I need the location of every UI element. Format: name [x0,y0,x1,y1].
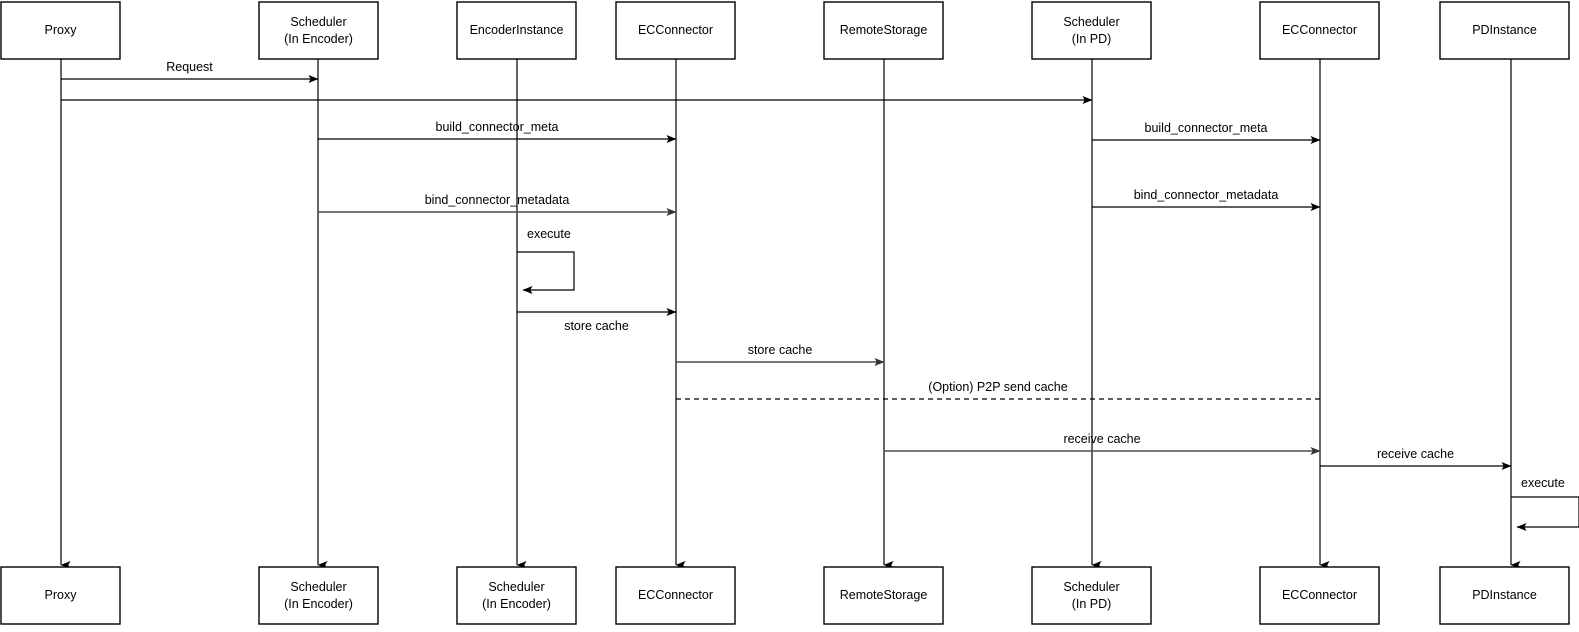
participant-bottom-enc_inst[interactable]: Scheduler (In Encoder) [456,566,577,625]
message-label: build_connector_meta [1145,121,1268,135]
participant-top-proxy[interactable]: Proxy [0,1,121,60]
participant-label: ECConnector [638,588,713,602]
participant-label: Proxy [45,588,78,602]
participant-label: Scheduler [1063,15,1119,29]
participant-box[interactable] [615,1,736,60]
participant-box[interactable] [823,566,944,625]
top-participant-boxes: Proxy Scheduler (In Encoder) EncoderInstanc… [0,1,1570,60]
message-m11[interactable]: receive cache [1320,447,1512,470]
participant-label: Scheduler [1063,580,1119,594]
participant-top-sched_pd[interactable]: Scheduler (In PD) [1031,1,1152,60]
message-m3[interactable]: build_connector_meta [318,120,677,143]
participant-label: Scheduler [290,580,346,594]
message-m8[interactable]: store cache [676,343,885,366]
message-label: receive cache [1063,432,1140,446]
participant-label: ECConnector [1282,23,1357,37]
message-m6[interactable]: bind_connector_metadata [1092,188,1321,211]
message-m9[interactable]: (Option) P2P send cache [676,380,1320,400]
bottom-participant-boxes: Proxy Scheduler (In Encoder) Scheduler (In E… [0,566,1570,625]
self-message-s1[interactable]: execute [517,227,575,294]
message-label: build_connector_meta [436,120,559,134]
participant-box[interactable] [1259,1,1380,60]
self-message-label: execute [527,227,571,241]
message-m4[interactable]: build_connector_meta [1092,121,1321,144]
participant-top-sched_enc[interactable]: Scheduler (In Encoder) [258,1,379,60]
messages-layer: Request build_connector_meta build_connect… [61,60,1512,470]
message-label: (Option) P2P send cache [928,380,1067,394]
participant-box[interactable] [456,566,577,625]
participant-bottom-ecc_right[interactable]: ECConnector [1259,566,1380,625]
participant-label: Proxy [45,23,78,37]
self-message-s2[interactable]: execute [1511,476,1579,531]
participant-top-remote_store[interactable]: RemoteStorage [823,1,944,60]
participant-bottom-proxy[interactable]: Proxy [0,566,121,625]
participant-bottom-pd_inst[interactable]: PDInstance [1439,566,1570,625]
self-message-arrow[interactable] [517,251,575,294]
participant-label: EncoderInstance [470,23,564,37]
participant-box[interactable] [1439,1,1570,60]
participant-sublabel: (In Encoder) [284,597,353,611]
lifelines-layer [60,59,1521,569]
participant-box[interactable] [258,1,379,60]
message-label: Request [166,60,213,74]
participant-box[interactable] [258,566,379,625]
message-m7[interactable]: store cache [517,308,677,333]
participant-sublabel: (In PD) [1072,32,1112,46]
participant-top-ecc_left[interactable]: ECConnector [615,1,736,60]
participant-bottom-ecc_left[interactable]: ECConnector [615,566,736,625]
participant-top-ecc_right[interactable]: ECConnector [1259,1,1380,60]
participant-bottom-sched_enc[interactable]: Scheduler (In Encoder) [258,566,379,625]
participant-label: Scheduler [488,580,544,594]
participant-label: ECConnector [638,23,713,37]
participant-label: RemoteStorage [840,23,928,37]
self-messages-layer: execute execute [517,227,1579,531]
message-label: store cache [748,343,813,357]
message-m1[interactable]: Request [61,60,319,83]
participant-box[interactable] [1259,566,1380,625]
participant-label: ECConnector [1282,588,1357,602]
participant-box[interactable] [1031,566,1152,625]
participant-box[interactable] [823,1,944,60]
participant-label: RemoteStorage [840,588,928,602]
participant-bottom-sched_pd[interactable]: Scheduler (In PD) [1031,566,1152,625]
message-m5[interactable]: bind_connector_metadata [318,193,677,216]
participant-box[interactable] [615,566,736,625]
participant-label: PDInstance [1472,23,1537,37]
participant-sublabel: (In Encoder) [284,32,353,46]
participant-sublabel: (In Encoder) [482,597,551,611]
message-label: bind_connector_metadata [425,193,570,207]
participant-box[interactable] [456,1,577,60]
message-label: receive cache [1377,447,1454,461]
participant-label: Scheduler [290,15,346,29]
participant-bottom-remote_store[interactable]: RemoteStorage [823,566,944,625]
participant-box[interactable] [0,566,121,625]
participant-box[interactable] [1439,566,1570,625]
message-label: bind_connector_metadata [1134,188,1279,202]
message-label: store cache [564,319,629,333]
participant-box[interactable] [0,1,121,60]
participant-label: PDInstance [1472,588,1537,602]
self-message-label: execute [1521,476,1565,490]
participant-box[interactable] [1031,1,1152,60]
participant-sublabel: (In PD) [1072,597,1112,611]
participant-top-enc_inst[interactable]: EncoderInstance [456,1,577,60]
message-m10[interactable]: receive cache [884,432,1321,455]
participant-top-pd_inst[interactable]: PDInstance [1439,1,1570,60]
self-message-arrow[interactable] [1511,496,1579,531]
